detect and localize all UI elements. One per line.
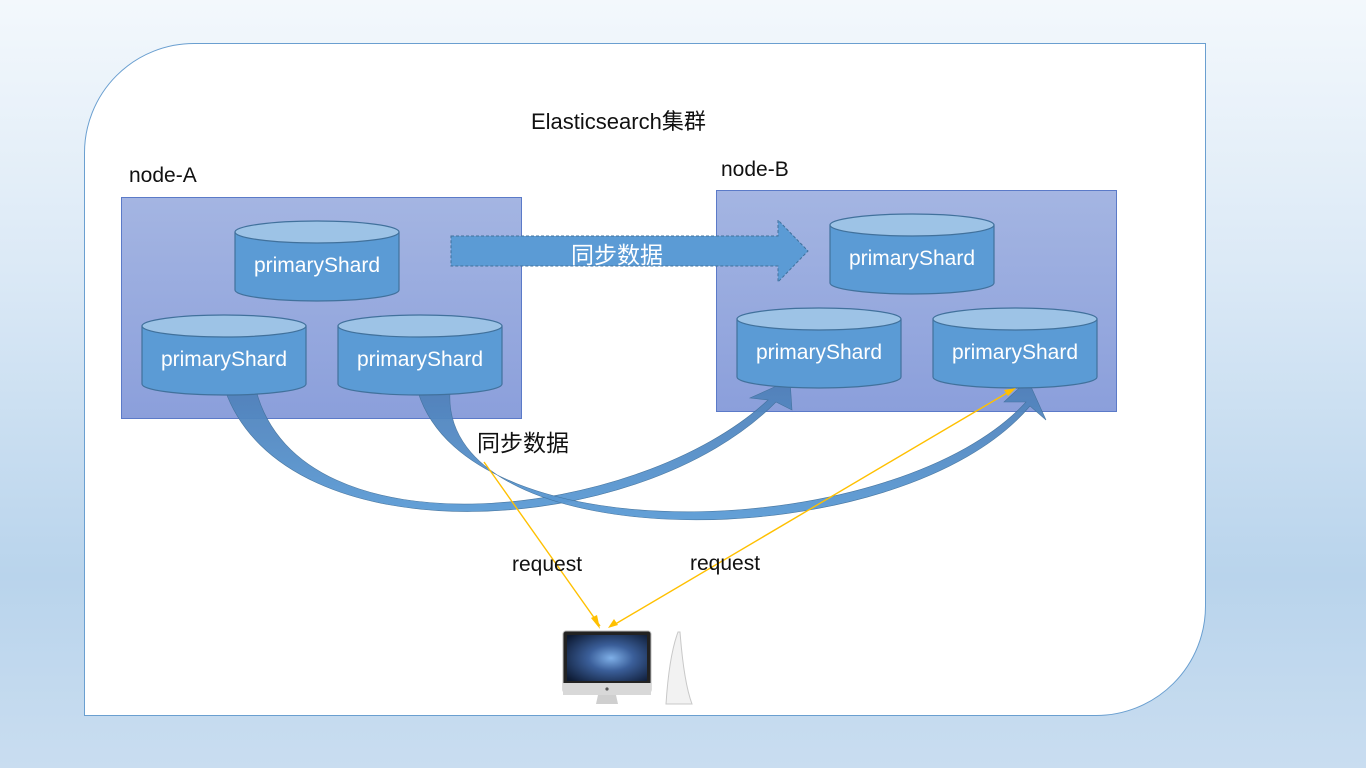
shard-label: primaryShard bbox=[755, 341, 883, 364]
node-a-shard-1: primaryShard bbox=[234, 220, 400, 304]
node-b-label: node-B bbox=[721, 158, 789, 181]
imac-computer-icon bbox=[562, 630, 693, 705]
sync-straight-arrow bbox=[450, 218, 809, 284]
node-b-shard-2: primaryShard bbox=[736, 307, 902, 391]
sync-bottom-label: 同步数据 bbox=[477, 430, 569, 456]
request-line-left bbox=[483, 461, 601, 627]
shard-label: primaryShard bbox=[848, 247, 976, 270]
node-b-shard-1: primaryShard bbox=[829, 213, 995, 297]
node-a-shard-2: primaryShard bbox=[141, 314, 307, 398]
shard-label: primaryShard bbox=[253, 254, 381, 277]
cluster-title: Elasticsearch集群 bbox=[531, 109, 706, 134]
shard-label: primaryShard bbox=[160, 348, 288, 371]
request-right-label: request bbox=[690, 552, 761, 575]
shard-label: primaryShard bbox=[951, 341, 1079, 364]
node-a-shard-3: primaryShard bbox=[337, 314, 503, 398]
request-arrowhead-left bbox=[591, 615, 600, 629]
node-b-shard-3: primaryShard bbox=[932, 307, 1098, 391]
request-left-label: request bbox=[512, 553, 583, 576]
request-arrowhead-top bbox=[1004, 388, 1016, 396]
node-a-label: node-A bbox=[129, 164, 197, 187]
sync-curve-arrow-2 bbox=[417, 379, 1047, 521]
request-arrowhead-right bbox=[608, 619, 618, 628]
request-line-right bbox=[611, 389, 1013, 627]
sync-top-label: 同步数据 bbox=[571, 242, 663, 268]
shard-label: primaryShard bbox=[356, 348, 484, 371]
